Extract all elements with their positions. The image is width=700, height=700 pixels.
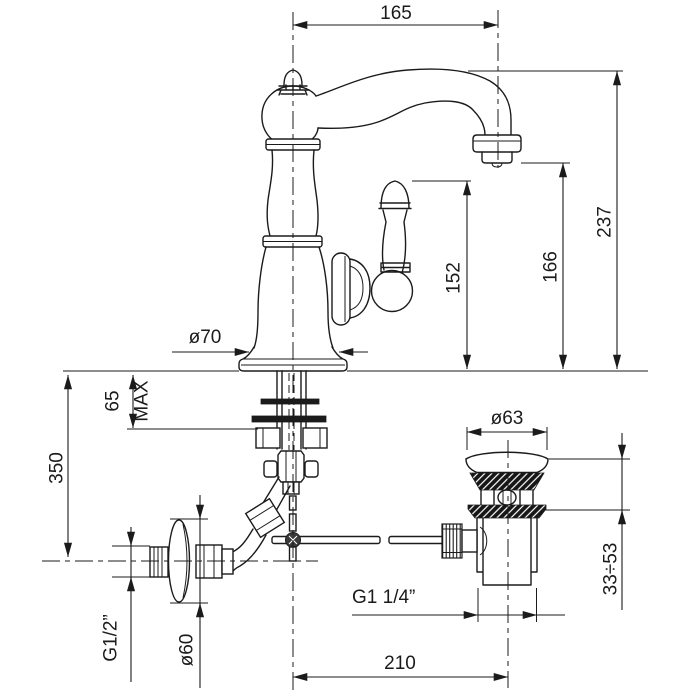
dim-waste-adjust-label: 33÷53 bbox=[601, 543, 622, 596]
dim-outlet-height-label: 166 bbox=[541, 251, 562, 283]
pop-up-rod-linkage bbox=[271, 495, 447, 562]
faucet-handle bbox=[331, 180, 414, 326]
dim-handle-height-label: 152 bbox=[444, 262, 465, 294]
dim-centers-distance-label: 210 bbox=[384, 653, 416, 674]
dim-waste-thread-label: G1 1/4” bbox=[352, 587, 415, 608]
dim-deck-max-suffix-label: MAX bbox=[132, 380, 153, 422]
centerlines bbox=[42, 10, 509, 690]
dim-flange-diameter-label: ø60 bbox=[177, 634, 198, 667]
dim-waste-cap-diameter-label: ø63 bbox=[491, 408, 524, 429]
dim-supply-thread-label: G1/2” bbox=[101, 614, 122, 662]
pop-up-waste bbox=[441, 451, 549, 622]
dim-spout-reach-label: 165 bbox=[380, 3, 412, 24]
faucet-body bbox=[238, 68, 522, 372]
dim-overall-height-label: 237 bbox=[595, 206, 616, 238]
supply-hose bbox=[231, 476, 291, 574]
dim-base-diameter-label: ø70 bbox=[189, 327, 222, 348]
dim-supply-length-label: 350 bbox=[47, 452, 68, 484]
dimension-lines: 165 237 166 152 ø70 65 MAX 350 ø63 bbox=[47, 3, 648, 688]
mounting-hardware bbox=[251, 370, 328, 495]
dim-deck-max-label: 65 bbox=[103, 390, 124, 411]
